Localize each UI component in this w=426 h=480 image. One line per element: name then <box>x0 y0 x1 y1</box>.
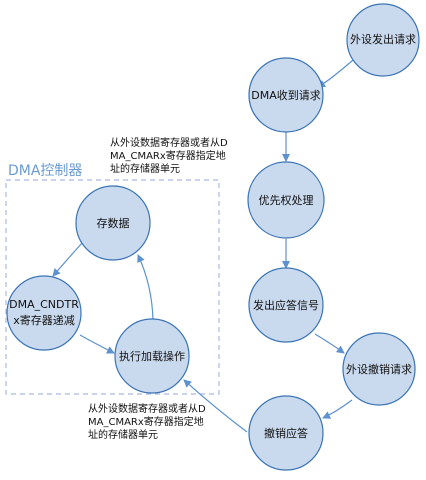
node-request: 外设发出请求 <box>346 3 420 77</box>
dma-controller-boundary <box>5 179 220 395</box>
node-store: 存数据 <box>75 185 151 261</box>
arrow-cancel-request-to-cancel-ack <box>322 399 353 419</box>
arrow-ack-signal-to-cancel-request <box>314 333 345 354</box>
node-ack-signal: 发出应答信号 <box>248 267 324 343</box>
arrow-request-to-dma-receive <box>317 59 354 88</box>
node-label: 外设发出请求 <box>350 32 416 46</box>
arrow-store-to-cndtr <box>52 242 83 277</box>
node-label-line1: DMA_CNDTR <box>9 298 79 311</box>
node-label: 存数据 <box>97 216 130 230</box>
node-label: 撤销应答 <box>264 426 308 440</box>
node-priority: 优先权处理 <box>247 161 325 239</box>
node-cancel-request: 外设撤销请求 <box>342 332 416 406</box>
node-cancel-ack: 撤销应答 <box>248 395 324 471</box>
node-label: 优先权处理 <box>259 194 314 207</box>
note-bottom: 从外设数据寄存器或者从D MA_CMARx寄存器指定地 址的存储器单元 <box>88 404 206 441</box>
arrow-load-to-store <box>137 254 154 321</box>
node-label: 外设撤销请求 <box>346 362 412 376</box>
node-cndtr: DMA_CNDTR x寄存器递减 <box>6 275 82 351</box>
node-label: 执行加载操作 <box>119 349 185 363</box>
controller-title: DMA控制器 <box>8 163 83 179</box>
arrow-cndtr-to-load <box>79 334 115 354</box>
node-label-line2: x寄存器递减 <box>13 313 75 327</box>
arrow-cancel-ack-to-load <box>183 379 248 433</box>
note-top: 从外设数据寄存器或者从D MA_CMARx寄存器指定地 址的存储器单元 <box>110 138 228 175</box>
node-load: 执行加载操作 <box>114 318 190 394</box>
node-label: DMA收到请求 <box>251 88 321 102</box>
node-label: 发出应答信号 <box>253 298 319 312</box>
node-dma-receive: DMA收到请求 <box>248 57 324 133</box>
